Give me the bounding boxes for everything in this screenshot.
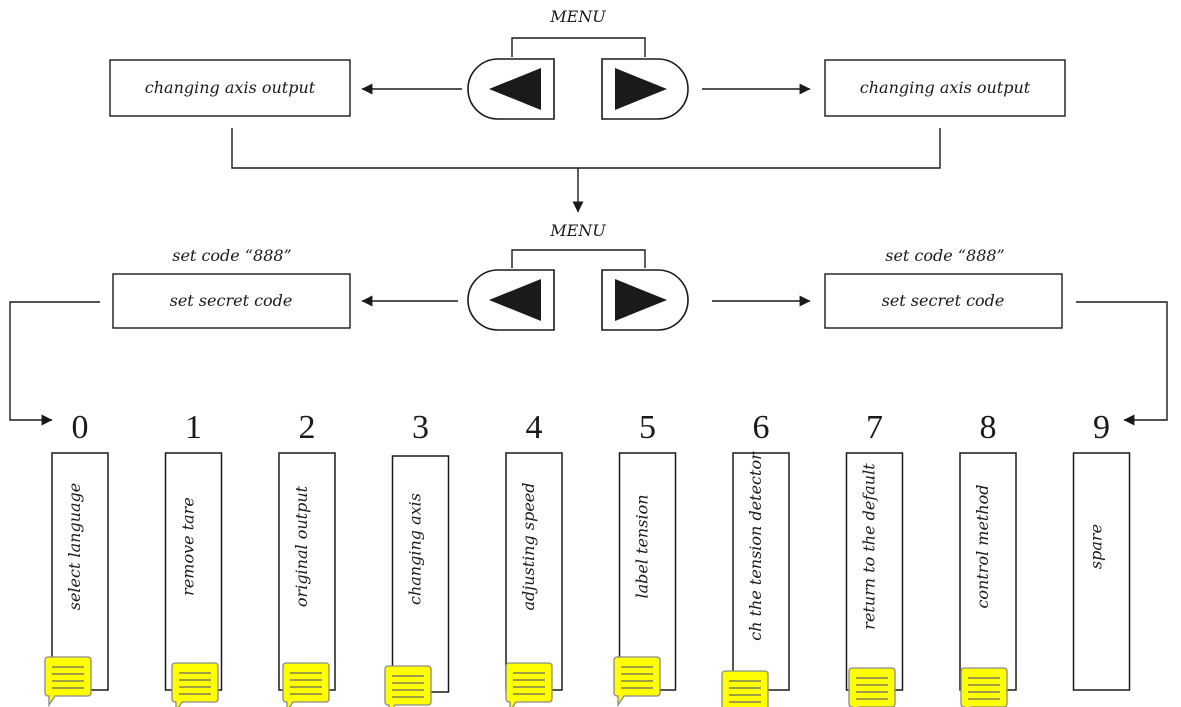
left-code-caption: set code “888”: [172, 246, 291, 265]
column-box: [845, 452, 904, 691]
bottom-menu-label: MENU: [549, 221, 606, 240]
column-label: adjusting speed: [519, 482, 538, 610]
left-triangle-icon: [489, 279, 541, 321]
column-number: 2: [299, 409, 316, 446]
column-label: original output: [292, 485, 311, 607]
comment-note-icon[interactable]: [960, 667, 1008, 707]
column-number: 4: [526, 409, 543, 446]
column-box: [391, 455, 450, 693]
column-number: 6: [753, 409, 770, 446]
column-box: [278, 452, 336, 691]
menu-column-9[interactable]: 9 spare: [1072, 409, 1131, 691]
column-number: 5: [639, 409, 656, 446]
column-number: 0: [72, 409, 89, 446]
right-code-caption: set code “888”: [885, 246, 1004, 265]
column-box: [959, 452, 1017, 691]
column-label: select language: [65, 483, 84, 611]
comment-note-icon[interactable]: [44, 656, 92, 707]
top-right-arrow-button[interactable]: [601, 58, 689, 120]
column-number: 1: [185, 409, 202, 446]
left-branch-connector: [9, 301, 100, 426]
right-branch-connector: [1076, 301, 1168, 426]
column-label: remove tare: [179, 497, 198, 596]
menu-column-3[interactable]: 3 changing axis: [384, 409, 450, 707]
comment-note-icon[interactable]: [613, 656, 661, 707]
column-number: 3: [412, 409, 429, 446]
comment-note-icon[interactable]: [505, 662, 553, 707]
top-left-box-label: changing axis output: [145, 78, 316, 97]
bottom-menu-bracket: [511, 249, 646, 268]
column-number: 9: [1093, 409, 1110, 446]
menu-column-6[interactable]: 6 ch the tension detector: [721, 409, 790, 707]
top-left-box: [109, 59, 351, 117]
comment-note-icon[interactable]: [282, 662, 330, 707]
column-label: control method: [973, 484, 992, 608]
top-merge-connector: [231, 128, 941, 169]
bottom-left-box: [112, 273, 351, 329]
menu-column-5[interactable]: 5 label tension: [613, 409, 677, 707]
menu-column-1[interactable]: 1 remove tare: [164, 409, 223, 707]
column-label: spare: [1087, 524, 1106, 569]
column-number: 8: [980, 409, 997, 446]
comment-note-icon[interactable]: [171, 662, 219, 707]
right-triangle-icon: [615, 68, 667, 110]
comment-note-icon[interactable]: [848, 667, 896, 707]
menu-column-7[interactable]: 7 return to the default: [845, 409, 904, 707]
bottom-left-box-label: set secret code: [170, 291, 293, 310]
comment-note-icon[interactable]: [384, 665, 432, 707]
column-box: [618, 452, 677, 691]
top-right-box-label: changing axis output: [860, 78, 1031, 97]
comment-note-icon[interactable]: [721, 670, 769, 707]
column-label: changing axis: [406, 493, 425, 605]
top-right-box: [824, 59, 1066, 117]
bottom-right-box: [824, 273, 1063, 329]
bottom-right-box-label: set secret code: [882, 291, 1005, 310]
top-menu-label: MENU: [549, 7, 606, 26]
column-label: ch the tension detector: [746, 451, 765, 641]
menu-column-8[interactable]: 8 control method: [959, 409, 1017, 707]
bottom-right-arrow-button[interactable]: [601, 269, 689, 331]
menu-column-2[interactable]: 2 original output: [278, 409, 336, 707]
top-menu-bracket: [511, 37, 646, 57]
menu-columns: 0 select language 1 remove tare 2 original ou…: [44, 409, 1131, 707]
bottom-left-arrow-button[interactable]: [467, 269, 555, 331]
column-number: 7: [866, 409, 883, 446]
column-box: [732, 452, 790, 691]
left-triangle-icon: [489, 68, 541, 110]
column-box: [505, 452, 563, 691]
right-triangle-icon: [615, 279, 667, 321]
column-box: [1072, 452, 1131, 691]
column-label: label tension: [633, 494, 652, 598]
column-label: return to the default: [860, 463, 879, 630]
menu-column-0[interactable]: 0 select language: [44, 409, 109, 707]
top-left-arrow-button[interactable]: [467, 58, 555, 120]
menu-column-4[interactable]: 4 adjusting speed: [505, 409, 563, 707]
